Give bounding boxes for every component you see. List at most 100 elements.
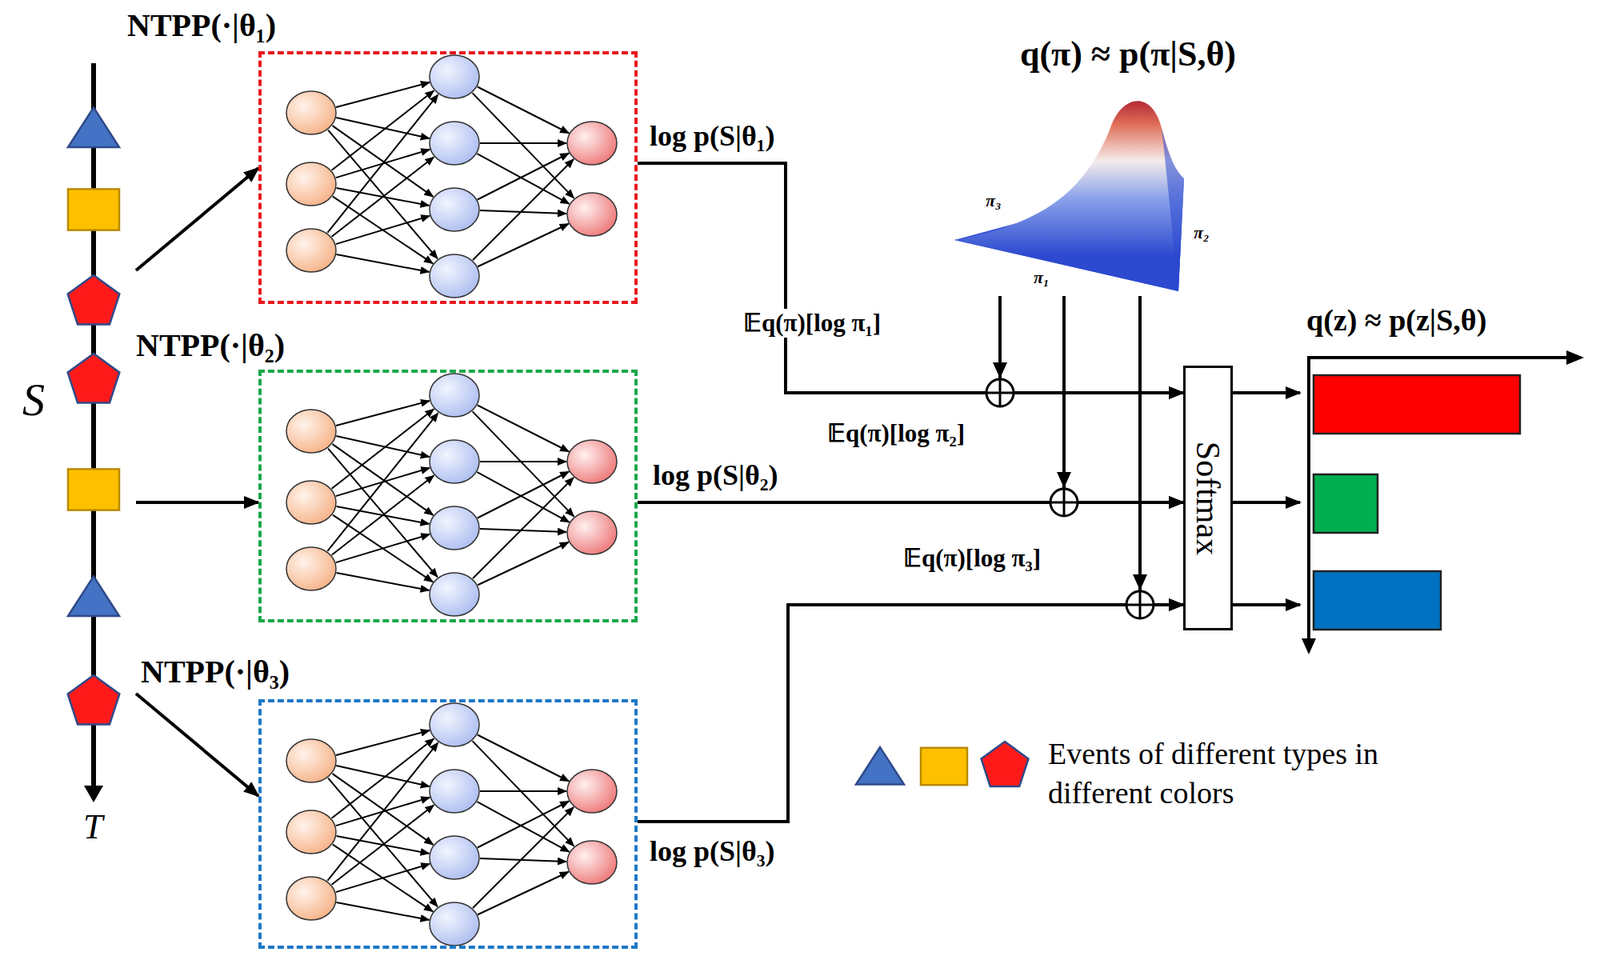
network-link: [336, 117, 429, 139]
network-link: [332, 804, 435, 884]
connector: [1140, 296, 1184, 605]
network-unit: [567, 440, 617, 484]
network-unit: [429, 55, 480, 99]
probability-bar: [1313, 571, 1441, 630]
legend-text: Events of different types in different c…: [1048, 734, 1424, 814]
neural-network: [286, 703, 617, 946]
network-unit: [567, 511, 617, 555]
network-unit: [286, 876, 336, 920]
network-link: [480, 528, 567, 532]
network-unit: [286, 739, 336, 783]
network-unit: [429, 836, 480, 880]
softmax-box: Softmax: [1183, 365, 1233, 631]
event-marker: [68, 468, 120, 510]
node-title: q(z) ≈ p(z|S,θ): [1306, 304, 1487, 338]
network-link: [336, 765, 429, 787]
network-link: [477, 735, 569, 782]
network-unit: [429, 769, 480, 813]
network-link: [476, 472, 569, 523]
connector: [1232, 391, 1300, 395]
ntpp-box: NTPP(·|θ₁): [258, 51, 638, 304]
network-unit: [567, 769, 617, 813]
legend-pentagon: [981, 741, 1029, 787]
network-link: [332, 125, 434, 197]
network-unit: [567, 192, 617, 236]
network-unit: [286, 810, 336, 854]
timeline: [68, 63, 120, 803]
simplex-surface: [954, 100, 1184, 292]
edge-label: 𝔼q(π)[log π₃]: [900, 544, 1044, 573]
network-link: [480, 142, 567, 144]
connector: [1232, 500, 1300, 504]
axis-arrowhead: [1301, 638, 1316, 655]
probability-bar: [1313, 474, 1378, 533]
network-link: [336, 864, 430, 892]
network-unit: [429, 188, 480, 232]
network-link: [480, 210, 567, 214]
network-link: [336, 572, 430, 591]
legend-row: Events of different types in different c…: [851, 734, 1424, 814]
network-link: [336, 254, 430, 272]
network-link: [336, 216, 430, 244]
network-unit: [429, 703, 480, 747]
network-link: [327, 412, 438, 552]
network-unit: [429, 572, 480, 616]
network-unit: [286, 480, 336, 524]
chart-axis: [1307, 357, 1311, 640]
network-link: [336, 902, 430, 920]
network-link: [332, 773, 434, 845]
event-sequence: ST: [16, 48, 136, 856]
sum-symbol: [1050, 472, 1078, 516]
connector: [1000, 296, 1184, 393]
network-link: [472, 92, 575, 198]
network-unit: [286, 91, 336, 135]
probability-bar: [1313, 375, 1520, 434]
network-link: [476, 801, 569, 852]
sequence-label: S: [22, 376, 45, 426]
neural-network: [286, 55, 617, 298]
network-link: [477, 472, 569, 519]
network-link: [336, 534, 430, 563]
network-link: [477, 153, 569, 200]
network-link: [328, 130, 438, 260]
event-marker: [68, 576, 120, 616]
axis-label: π₃: [985, 190, 1002, 212]
node-title: NTPP(·|θ₂): [136, 328, 285, 364]
density-surface: [954, 100, 1184, 292]
ntpp-box: NTPP(·|θ₂): [258, 369, 638, 623]
network-link: [472, 411, 575, 516]
network-unit: [567, 840, 617, 884]
sequence-label: T: [83, 808, 103, 847]
legend-shapes: [851, 734, 1036, 791]
connector: [136, 693, 259, 796]
network-link: [480, 460, 567, 463]
network-link: [477, 405, 569, 452]
edge-label: log p(S|θ₁): [646, 120, 779, 153]
axis-label: π₂: [1193, 222, 1210, 244]
network-link: [336, 400, 430, 426]
network-link: [472, 740, 575, 846]
event-marker: [68, 188, 120, 230]
network-unit: [429, 254, 480, 298]
connector: [1232, 603, 1300, 607]
network-link: [332, 475, 435, 555]
network-link: [476, 153, 569, 204]
network-link: [332, 408, 435, 488]
network-link: [336, 730, 430, 756]
axis-label: π₁: [1033, 267, 1050, 288]
network-link: [477, 542, 569, 585]
network-unit: [286, 228, 336, 272]
sum-symbol: [986, 362, 1014, 407]
network-unit: [567, 121, 617, 165]
network-link: [328, 778, 438, 908]
network-unit: [429, 506, 480, 550]
edge-label: log p(S|θ₂): [649, 459, 782, 492]
network-unit: [429, 373, 480, 417]
axis-arrowhead: [1566, 350, 1584, 365]
edge-label: 𝔼q(π)[log π₂]: [824, 419, 968, 448]
edge-label: 𝔼q(π)[log π₁]: [740, 308, 884, 338]
network-link: [332, 90, 435, 170]
event-marker: [68, 353, 120, 404]
